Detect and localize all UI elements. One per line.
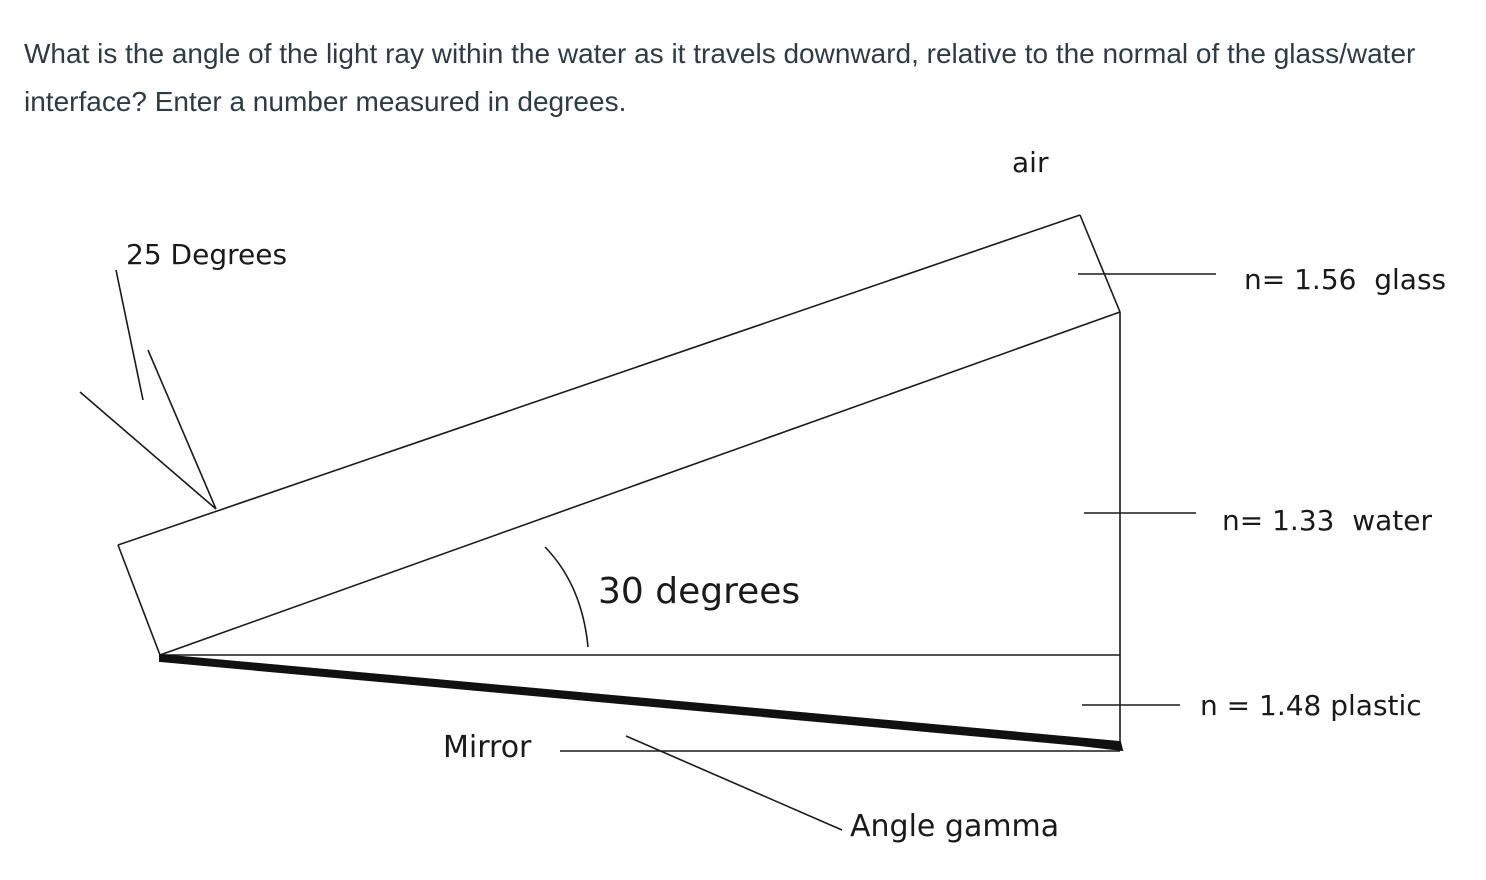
wedge-angle-arc [544, 546, 589, 648]
surface-normal [147, 349, 217, 510]
glass-left-edge [117, 544, 161, 656]
angle-gamma-pointer [625, 735, 843, 831]
label-glass-index: n= 1.56 glass [1244, 263, 1446, 296]
label-air: air [1012, 146, 1049, 179]
label-incident-angle: 25 Degrees [126, 238, 287, 271]
mirror-surface [159, 653, 1124, 752]
label-mirror: Mirror [443, 730, 532, 765]
label-wedge-angle: 30 degrees [598, 571, 800, 612]
glass-top-surface [117, 214, 1081, 546]
label-angle-gamma: Angle gamma [850, 809, 1059, 844]
angle-pointer-25 [115, 269, 144, 401]
glass-right-edge [1079, 214, 1121, 313]
label-plastic-index: n = 1.48 plastic [1200, 689, 1422, 722]
glass-water-interface [159, 311, 1121, 656]
question-text: What is the angle of the light ray withi… [24, 38, 1416, 117]
incident-ray [79, 391, 217, 510]
label-water-index: n= 1.33 water [1222, 504, 1433, 537]
